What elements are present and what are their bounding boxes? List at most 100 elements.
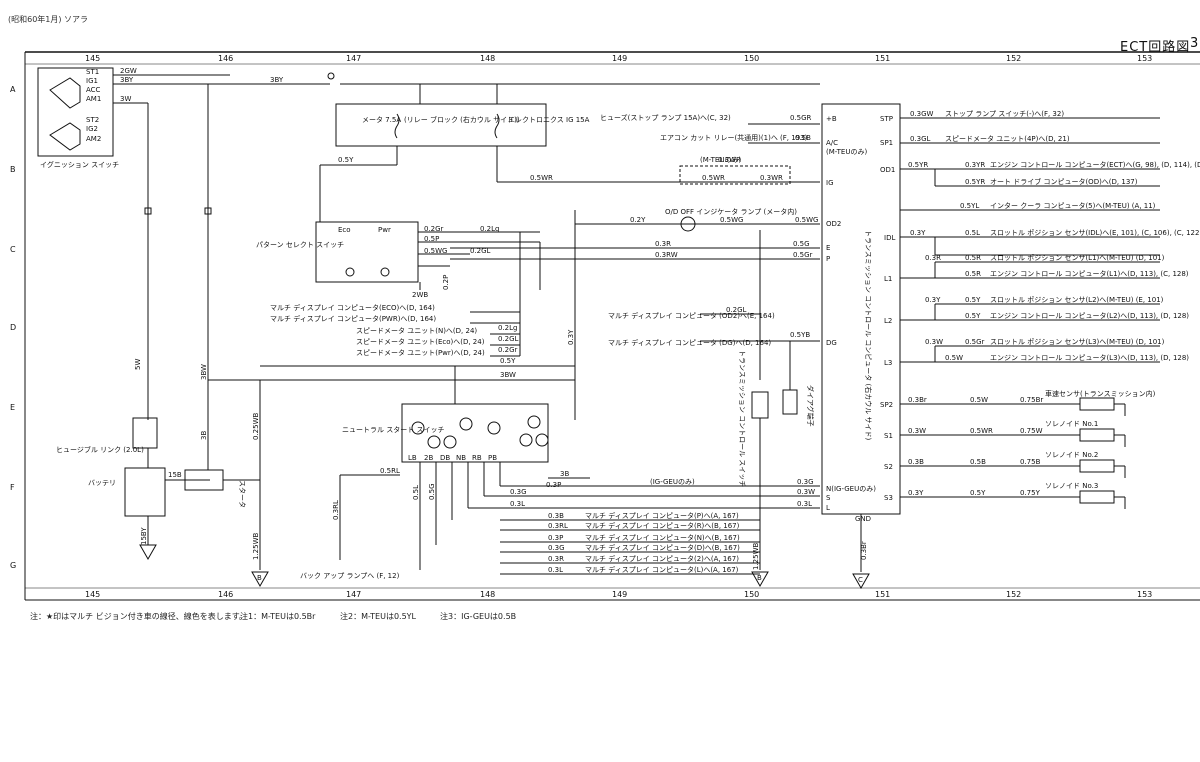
wire-03wr-2: 0.3WR: [718, 156, 741, 164]
note-1: 注1：M-TEUは0.5Br: [240, 612, 316, 621]
wire-15b: 15B: [168, 471, 182, 479]
wire-15by: 15BY: [140, 527, 148, 545]
connector-10: [204, 207, 212, 215]
wire-05wr-2: 0.5WR: [702, 174, 725, 182]
label-md-d: マルチ ディスプレイ コンピュータ(D)へ(B, 167): [585, 543, 740, 552]
ignition-contact-bottom: [49, 122, 81, 151]
label-mteu-only: (M-TEUのみ): [700, 156, 741, 164]
wire-05p: 0.5P: [424, 235, 439, 243]
ecu-pin-e: E: [826, 244, 830, 252]
label-sol1: ソレノイド No.1: [1045, 420, 1098, 428]
label-battery: バッテリ: [88, 479, 116, 487]
doc-header: (昭和60年1月) ソアラ: [8, 15, 89, 24]
wire-075b: 0.75B: [1020, 458, 1041, 466]
row-g: G: [10, 561, 16, 570]
label-md-dg: マルチ ディスプレイ コンピュータ (DG)へ(D, 164): [608, 338, 771, 347]
ground-battery: [139, 544, 157, 561]
label-sol3: ソレノイド No.3: [1045, 482, 1098, 490]
note-3: 注3：IG-GEUは0.5B: [440, 612, 517, 621]
label-intercooler: インター クーラ コンピュータ(5)へ(M-TEU) (A, 11): [990, 201, 1156, 210]
label-md-p: マルチ ディスプレイ コンピュータ(P)へ(A, 167): [585, 511, 739, 520]
label-throttle-idl: スロットル ポジション センサ(IDL)へ(E, 101), (C, 106),…: [990, 229, 1200, 237]
ground-label-c: C: [858, 576, 863, 584]
wire-05y: 0.5Y: [338, 156, 354, 164]
ecu-pin-plus-b: +B: [826, 115, 837, 123]
label-md-2: マルチ ディスプレイ コンピュータ(2)へ(A, 167): [585, 554, 739, 563]
ecu-pin-sp1: SP1: [880, 139, 893, 147]
relay-block: [335, 103, 547, 147]
note-2: 注2：M-TEUは0.5YL: [340, 612, 417, 621]
ns-circle-b: [527, 415, 541, 429]
wire-02gl-3: 0.2GL: [726, 306, 747, 314]
ns-lb: LB: [408, 454, 417, 462]
wire-05yb: 0.5YB: [790, 331, 810, 339]
ecu-pin-dg: DG: [826, 339, 837, 347]
page-number: 3: [1190, 36, 1200, 51]
connector-3: [327, 72, 335, 80]
wire-3b-ns: 3B: [560, 470, 569, 478]
wire-05yr-2: 0.5YR: [965, 178, 985, 186]
wire-05y-3: 0.5Y: [965, 312, 981, 320]
wire-075y: 0.75Y: [1020, 489, 1041, 497]
label-starter: スタータ: [238, 480, 247, 508]
label-md-od2: マルチ ディスプレイ コンピュータ (OD2)へ(E, 164): [608, 311, 775, 320]
wire-2gw: 2GW: [120, 67, 137, 75]
wire-03y-s3: 0.3Y: [908, 489, 924, 497]
wire-02lg: 0.2Lg: [480, 225, 499, 233]
wire-05y-4: 0.5Y: [500, 357, 516, 365]
wire-2wb: 2WB: [412, 291, 428, 299]
col-147: 147: [346, 54, 361, 63]
ecu-pin-sp2: SP2: [880, 401, 893, 409]
ns-db: DB: [440, 454, 450, 462]
label-eco: Eco: [338, 226, 351, 234]
mteu-dash-box: [679, 165, 791, 185]
fusible-link: [132, 417, 158, 449]
ecu-pin-p: P: [826, 255, 830, 263]
col-148-bottom: 148: [480, 590, 495, 599]
wire-03rl-md: 0.3RL: [548, 522, 568, 530]
ns-nb: NB: [456, 454, 466, 462]
ns-2b: 2B: [424, 454, 433, 462]
wire-02gl: 0.2GL: [470, 247, 491, 255]
col-151: 151: [875, 54, 890, 63]
od-lamp-symbol: [680, 216, 696, 232]
label-sol2: ソレノイド No.2: [1045, 451, 1098, 459]
label-neutral-sw: ニュートラル スタート スイッチ: [342, 425, 444, 434]
label-md-n: マルチ ディスプレイ コンピュータ(N)へ(B, 167): [585, 533, 740, 542]
speed-sensor-coil: [1079, 397, 1115, 411]
ns-rb: RB: [472, 454, 482, 462]
wire-03rw: 0.3RW: [655, 251, 678, 259]
wire-125wb-2: 1.25WB: [752, 542, 760, 570]
label-fuse-stop: ヒューズ(ストップ ランプ 15A)へ(C, 32): [600, 113, 731, 122]
wire-03b: 0.3B: [908, 458, 924, 466]
wire-03br: 0.3Br: [908, 396, 927, 404]
label-trans-sw: トランスミッション コントロール スイッチ: [738, 350, 746, 487]
wire-05y-2: 0.5Y: [965, 296, 981, 304]
wire-05w-sp2: 0.5W: [970, 396, 988, 404]
ns-circle-l: [411, 421, 425, 435]
ecu-pin-s: S: [826, 494, 831, 502]
wire-05gr: 0.5GR: [790, 114, 812, 122]
label-pattern-sw: パターン セレクト スイッチ: [256, 240, 344, 249]
wire-05rl: 0.5RL: [380, 467, 400, 475]
row-a: A: [10, 85, 16, 94]
battery: [124, 467, 166, 517]
wire-05wg-p: 0.5WG: [424, 247, 447, 255]
ecu-pin-l3: L3: [884, 359, 892, 367]
ground-label-b1: B: [257, 574, 262, 582]
connector-1: [144, 207, 152, 215]
row-d: D: [10, 323, 16, 332]
wire-05yr: 0.5YR: [908, 161, 928, 169]
wire-03l-md: 0.3L: [548, 566, 563, 574]
col-147-bottom: 147: [346, 590, 361, 599]
label-engine-l3: エンジン コントロール コンピュータ(L3)へ(D, 113), (D, 128…: [990, 353, 1189, 362]
ecu-pin-l: L: [826, 504, 830, 512]
wire-5w: 5W: [134, 359, 142, 370]
wire-05wr-s1: 0.5WR: [970, 427, 993, 435]
wire-03wr: 0.3WR: [760, 174, 783, 182]
wire-3by-2: 3BY: [270, 76, 284, 84]
wire-03y: 0.3Y: [910, 229, 926, 237]
wire-03l-2: 0.3L: [510, 500, 525, 508]
label-sp-n: スピードメータ ユニット(N)へ(D, 24): [356, 326, 477, 335]
wire-03g: 0.3G: [797, 478, 814, 486]
